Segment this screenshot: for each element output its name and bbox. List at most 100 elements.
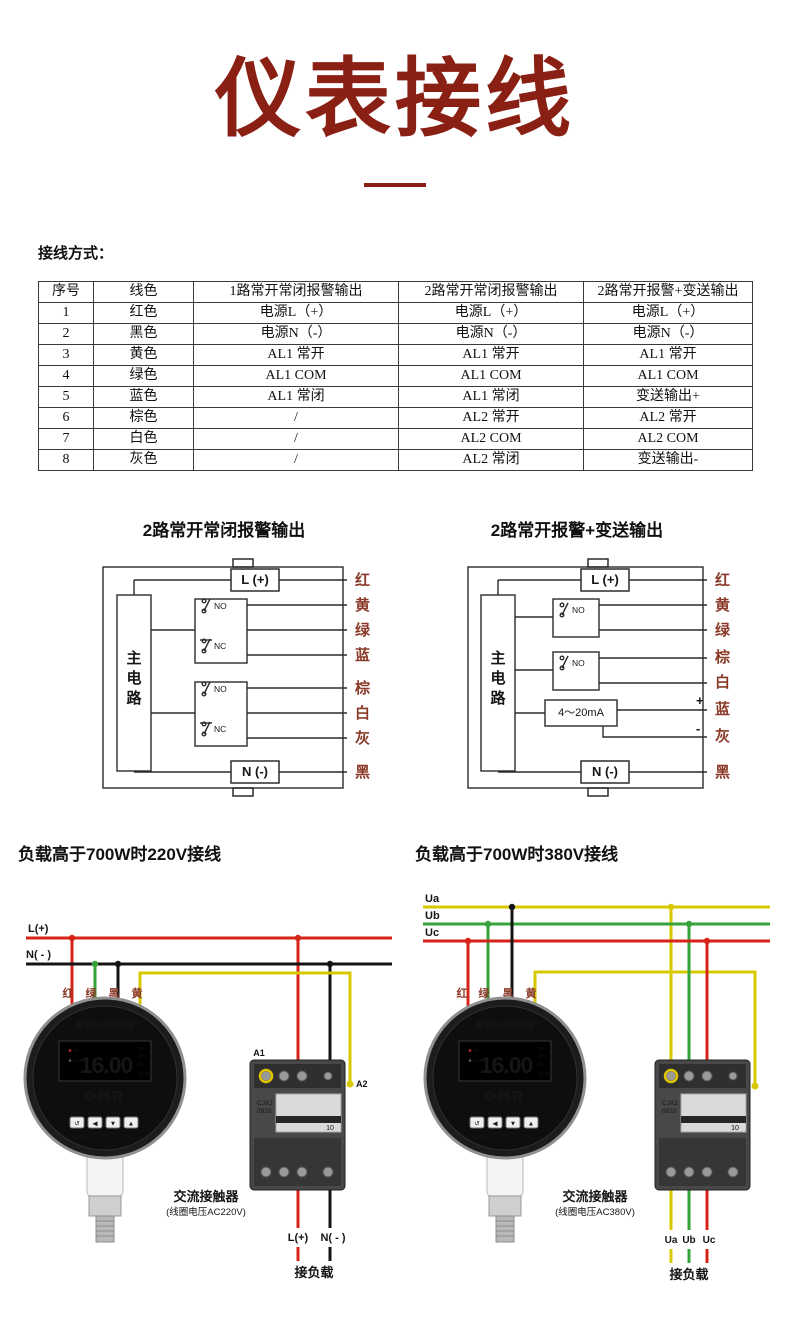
table-cell: 8 [38, 449, 94, 471]
table-cell: AL2 常开 [398, 407, 584, 429]
wire-label-brown: 棕 [355, 679, 370, 697]
relay1-no-contact: NO [559, 602, 585, 618]
table-cell: 4 [38, 365, 94, 387]
pressure-controller-220 [23, 996, 187, 1244]
wiring-diagram-380v: Ua Ub Uc 红 绿 黑 黄 交流接触器 (线圈电压AC380V) Ua U… [423, 893, 770, 1282]
ua-line-label: Ua [425, 893, 440, 905]
table-row: 8 灰色 / AL2 常闭 变送输出- [38, 449, 753, 471]
load-label: 接负载 [294, 1265, 333, 1280]
l-terminal-label: L (+) [591, 572, 619, 587]
ac-contactor-380 [654, 1059, 751, 1191]
connection-lines [497, 579, 707, 773]
wiring-diagram-220v: 智能压力控制器 INTELLIGENT PRESSURE CONTROLLER … [23, 923, 392, 1280]
table-cell: 电源L（+） [193, 302, 399, 324]
table-caption: 接线方式： [38, 246, 114, 262]
table-cell: 电源N（-） [398, 323, 584, 345]
table-cell: 棕色 [93, 407, 194, 429]
wiring-table: 序号 线色 1路常开常闭报警输出 2路常开常闭报警输出 2路常开报警+变送输出 … [38, 281, 753, 471]
junction-dot [91, 960, 99, 968]
out-l-label: L(+) [288, 1232, 309, 1244]
table-cell: 电源L（+） [398, 302, 584, 324]
col-header-mode3: 2路常开报警+变送输出 [583, 281, 753, 303]
junction-dot [464, 937, 472, 945]
red-wires [423, 939, 770, 1263]
nc-label: NC [214, 641, 226, 651]
circuit-outline [467, 566, 704, 789]
n-terminal-box [580, 760, 630, 784]
main-circuit-box [116, 594, 152, 772]
relay2-no-contact: NO [201, 681, 227, 697]
top-terminal-tab [232, 558, 254, 568]
wire-label-white: 白 [355, 704, 370, 722]
red-wires [26, 936, 392, 1261]
relay2-box [194, 681, 248, 747]
table-cell: AL1 常开 [193, 344, 399, 366]
junction-dot [667, 903, 675, 911]
contactor-name: 交流接触器 [173, 1189, 239, 1204]
a2-label: A2 [356, 1079, 368, 1089]
relay2-no-contact: NO [559, 655, 585, 671]
table-cell: 绿色 [93, 365, 194, 387]
wire-label-blue: 蓝 [355, 646, 370, 664]
n-terminal-label: N (-) [592, 764, 618, 779]
a1-terminal-ring [258, 1068, 274, 1084]
junction-dot [326, 960, 334, 968]
table-cell: AL2 COM [583, 428, 753, 450]
wire-label-red: 红 [457, 986, 468, 1000]
table-cell: / [193, 428, 399, 450]
wiring220-title: 负载高于700W时220V接线 [18, 845, 222, 864]
wire-label-red: 红 [715, 571, 730, 589]
table-cell: 1 [38, 302, 94, 324]
wiring380-title: 负载高于700W时380V接线 [415, 845, 619, 864]
main-circuit-label: 主 [490, 649, 505, 667]
no-label: NO [214, 684, 227, 694]
wire-label-red: 红 [63, 986, 74, 1000]
l-line-label: L(+) [28, 923, 49, 935]
table-cell: 黑色 [93, 323, 194, 345]
table-cell: 蓝色 [93, 386, 194, 408]
table-cell: AL1 COM [193, 365, 399, 387]
table-cell: / [193, 407, 399, 429]
table-cell: 3 [38, 344, 94, 366]
table-header-row: 序号 线色 1路常开常闭报警输出 2路常开常闭报警输出 2路常开报警+变送输出 [38, 281, 753, 303]
coil-voltage-label: (线圈电压AC380V) [555, 1206, 635, 1218]
junction-dot [114, 960, 122, 968]
wire-label-black: 黑 [715, 764, 730, 781]
out-ub-label: Ub [682, 1235, 695, 1246]
l-terminal-box [580, 568, 630, 592]
relay1-box [552, 598, 600, 638]
title-divider [364, 183, 426, 187]
relay2-nc-contact: NC [200, 721, 226, 737]
wire-label-green: 绿 [355, 621, 371, 639]
table-cell: 6 [38, 407, 94, 429]
relay2-box [552, 651, 600, 691]
coil-terminal-dot [751, 1082, 759, 1090]
junction-dot [508, 903, 516, 911]
table-row: 3 黄色 AL1 常开 AL1 常开 AL1 常开 [38, 344, 753, 366]
no-label: NO [572, 605, 585, 615]
table-cell: AL1 常开 [583, 344, 753, 366]
schematic-2alarm: 主 电 路 L (+) NO NC NO NC N (-) 红 黄 [102, 558, 371, 797]
table-row: 1 红色 电源L（+） 电源L（+） 电源L（+） [38, 302, 753, 324]
transmitter-label: 4～20mA [558, 707, 605, 719]
a1-label: A1 [253, 1048, 265, 1058]
wire-label-brown: 棕 [715, 648, 730, 666]
circuit-outline [102, 566, 344, 789]
junction-dot [484, 920, 492, 928]
relay1-box [194, 598, 248, 664]
table-cell: AL2 常开 [583, 407, 753, 429]
junction-dot [68, 934, 76, 942]
wire-label-yellow: 黄 [715, 596, 730, 614]
table-cell: AL1 COM [583, 365, 753, 387]
uc-line-label: Uc [425, 927, 439, 939]
n-terminal-label: N (-) [242, 764, 268, 779]
relay1-no-contact: NO [201, 598, 227, 614]
n-line-label: N( - ) [26, 949, 51, 961]
table-cell: AL1 常闭 [193, 386, 399, 408]
nc-label: NC [214, 724, 226, 734]
table-cell: 白色 [93, 428, 194, 450]
wire-label-yellow: 黄 [355, 596, 370, 614]
connection-lines [133, 579, 347, 773]
pressure-controller-380 [423, 996, 587, 1244]
